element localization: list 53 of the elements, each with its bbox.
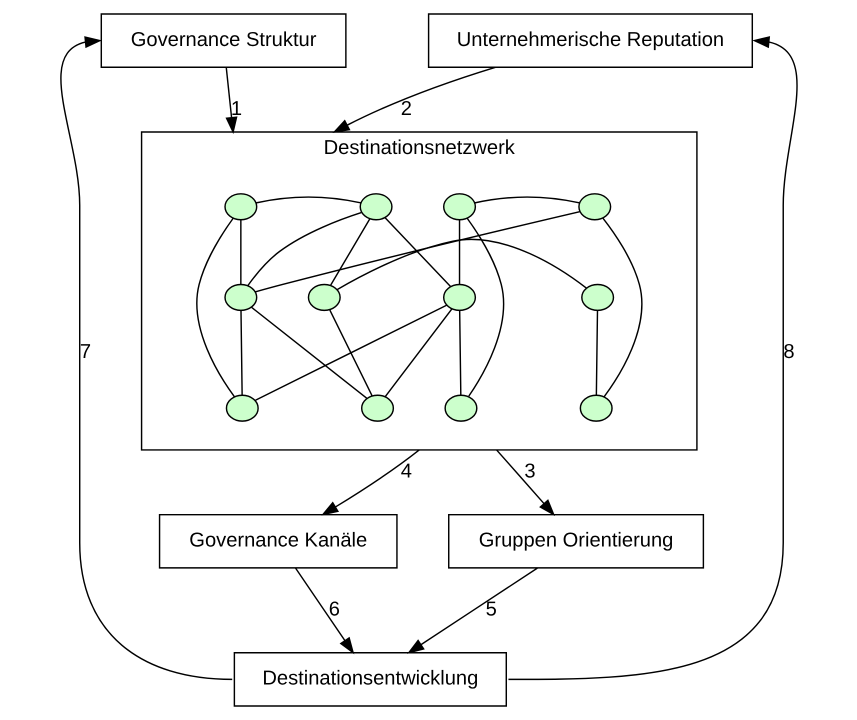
connector bbox=[240, 220, 242, 284]
node-box: Unternehmerische Reputation bbox=[427, 13, 753, 68]
connector bbox=[246, 212, 362, 286]
arrow bbox=[60, 36, 232, 680]
node-box: Gruppen Orientierung bbox=[448, 514, 704, 569]
connector bbox=[254, 211, 580, 293]
node-box: Governance Struktur bbox=[100, 13, 346, 68]
connector bbox=[330, 218, 370, 286]
arrow bbox=[406, 568, 538, 654]
connector bbox=[458, 310, 462, 395]
connector bbox=[384, 217, 450, 287]
connector bbox=[458, 220, 460, 284]
connector bbox=[336, 238, 586, 290]
arrow bbox=[332, 66, 496, 133]
node-box: Destinationsentwicklung bbox=[233, 652, 506, 707]
connector bbox=[250, 306, 367, 399]
connector bbox=[256, 196, 360, 204]
cluster: Destinationsnetzwerk bbox=[140, 131, 698, 451]
node-circle bbox=[442, 284, 476, 312]
arrow bbox=[224, 67, 237, 134]
node-circle bbox=[444, 394, 478, 422]
connector bbox=[466, 218, 504, 396]
node-circle bbox=[580, 284, 614, 312]
arrow bbox=[294, 568, 354, 654]
edge-label: 7 bbox=[79, 341, 91, 364]
edge-label: 1 bbox=[230, 98, 242, 120]
connector bbox=[196, 218, 235, 398]
node-box: Governance Kanäle bbox=[158, 514, 398, 569]
edge-label: 5 bbox=[485, 598, 496, 621]
node-circle bbox=[225, 394, 258, 422]
arrow bbox=[320, 449, 420, 516]
edge-label: 3 bbox=[524, 460, 536, 483]
connector bbox=[240, 310, 242, 395]
connector bbox=[328, 310, 372, 396]
node-circle bbox=[359, 193, 392, 220]
arrow bbox=[508, 36, 798, 680]
edge-label: 8 bbox=[782, 341, 794, 364]
connector bbox=[595, 310, 598, 395]
connector bbox=[474, 196, 579, 204]
node-circle bbox=[307, 284, 340, 312]
edge-label: 4 bbox=[400, 460, 412, 483]
node-circle bbox=[224, 193, 257, 220]
node-circle bbox=[360, 394, 394, 422]
node-circle bbox=[579, 394, 612, 422]
node-circle bbox=[442, 193, 476, 220]
connector bbox=[384, 308, 452, 397]
connector bbox=[602, 218, 642, 398]
arrow bbox=[496, 449, 555, 516]
node-circle bbox=[224, 284, 257, 312]
edge-label: 2 bbox=[400, 98, 412, 120]
node-circle bbox=[578, 193, 611, 220]
edge-label: 6 bbox=[328, 598, 340, 621]
connector bbox=[254, 304, 446, 401]
